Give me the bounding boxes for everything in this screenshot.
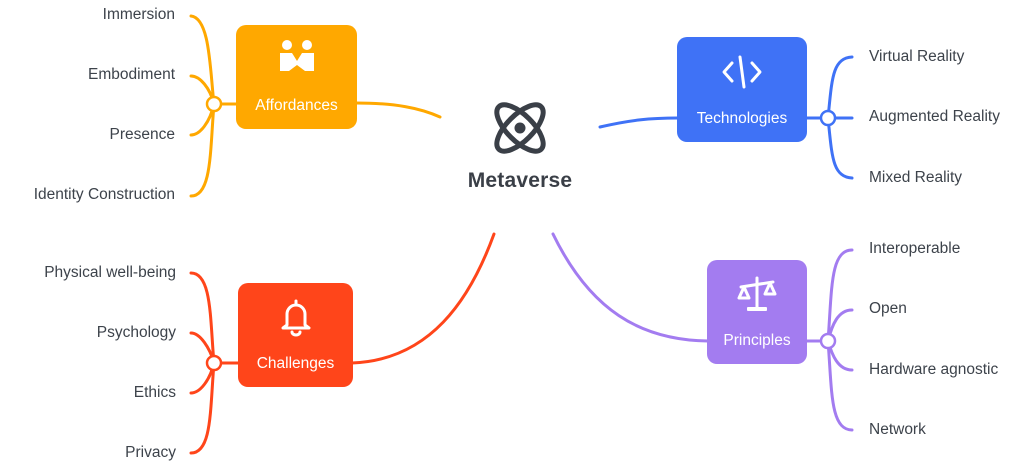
leaf-augmented-reality[interactable]: Augmented Reality	[869, 108, 1000, 125]
leaf-hardware-agnostic[interactable]: Hardware agnostic	[869, 361, 999, 378]
link-center-affordances	[354, 101, 442, 119]
link-center-principles	[551, 232, 710, 343]
leaf-physical-well-being[interactable]: Physical well-being	[44, 264, 176, 281]
link-center-technologies	[598, 116, 680, 129]
link-challenges-privacy	[189, 361, 216, 455]
leaf-interoperable[interactable]: Interoperable	[869, 240, 961, 257]
leaf-open[interactable]: Open	[869, 300, 907, 317]
leaf-virtual-reality[interactable]: Virtual Reality	[869, 48, 965, 65]
leaf-privacy[interactable]: Privacy	[125, 444, 176, 461]
topic-technologies-label: Technologies	[696, 110, 788, 127]
link-technologies-mr	[826, 116, 854, 180]
link-principles-interoperable	[826, 248, 854, 343]
topic-challenges[interactable]: Challenges	[238, 283, 353, 387]
leaf-ethics[interactable]: Ethics	[133, 384, 176, 401]
leaf-presence[interactable]: Presence	[109, 126, 175, 143]
topic-affordances[interactable]: Affordances	[236, 25, 357, 129]
link-center-challenges	[350, 232, 496, 365]
technologies-junction-node	[819, 109, 837, 127]
central-topic[interactable]: Metaverse	[450, 95, 590, 193]
central-topic-title: Metaverse	[467, 169, 573, 192]
handshake-icon	[236, 39, 357, 75]
topic-principles[interactable]: Principles	[707, 260, 807, 364]
challenges-junction-node	[205, 354, 223, 372]
principles-junction-node	[819, 332, 837, 350]
leaf-immersion[interactable]: Immersion	[102, 6, 175, 23]
topic-principles-label: Principles	[723, 332, 791, 349]
leaf-identity-construction[interactable]: Identity Construction	[33, 186, 175, 203]
link-affordances-immersion	[189, 14, 216, 106]
link-principles-network	[826, 339, 854, 432]
code-icon	[677, 53, 807, 91]
link-challenges-physical	[189, 271, 216, 365]
scales-icon	[707, 274, 807, 314]
bell-icon	[238, 297, 353, 337]
link-affordances-identity	[189, 102, 216, 198]
leaf-mixed-reality[interactable]: Mixed Reality	[869, 169, 963, 186]
link-technologies-vr	[826, 55, 854, 120]
topic-affordances-label: Affordances	[255, 97, 338, 114]
leaf-psychology[interactable]: Psychology	[96, 324, 176, 341]
topic-challenges-label: Challenges	[256, 355, 335, 372]
affordances-junction-node	[205, 95, 223, 113]
leaf-network[interactable]: Network	[869, 421, 926, 438]
atom-icon	[450, 95, 590, 161]
topic-technologies[interactable]: Technologies	[677, 37, 807, 142]
leaf-embodiment[interactable]: Embodiment	[87, 66, 175, 83]
